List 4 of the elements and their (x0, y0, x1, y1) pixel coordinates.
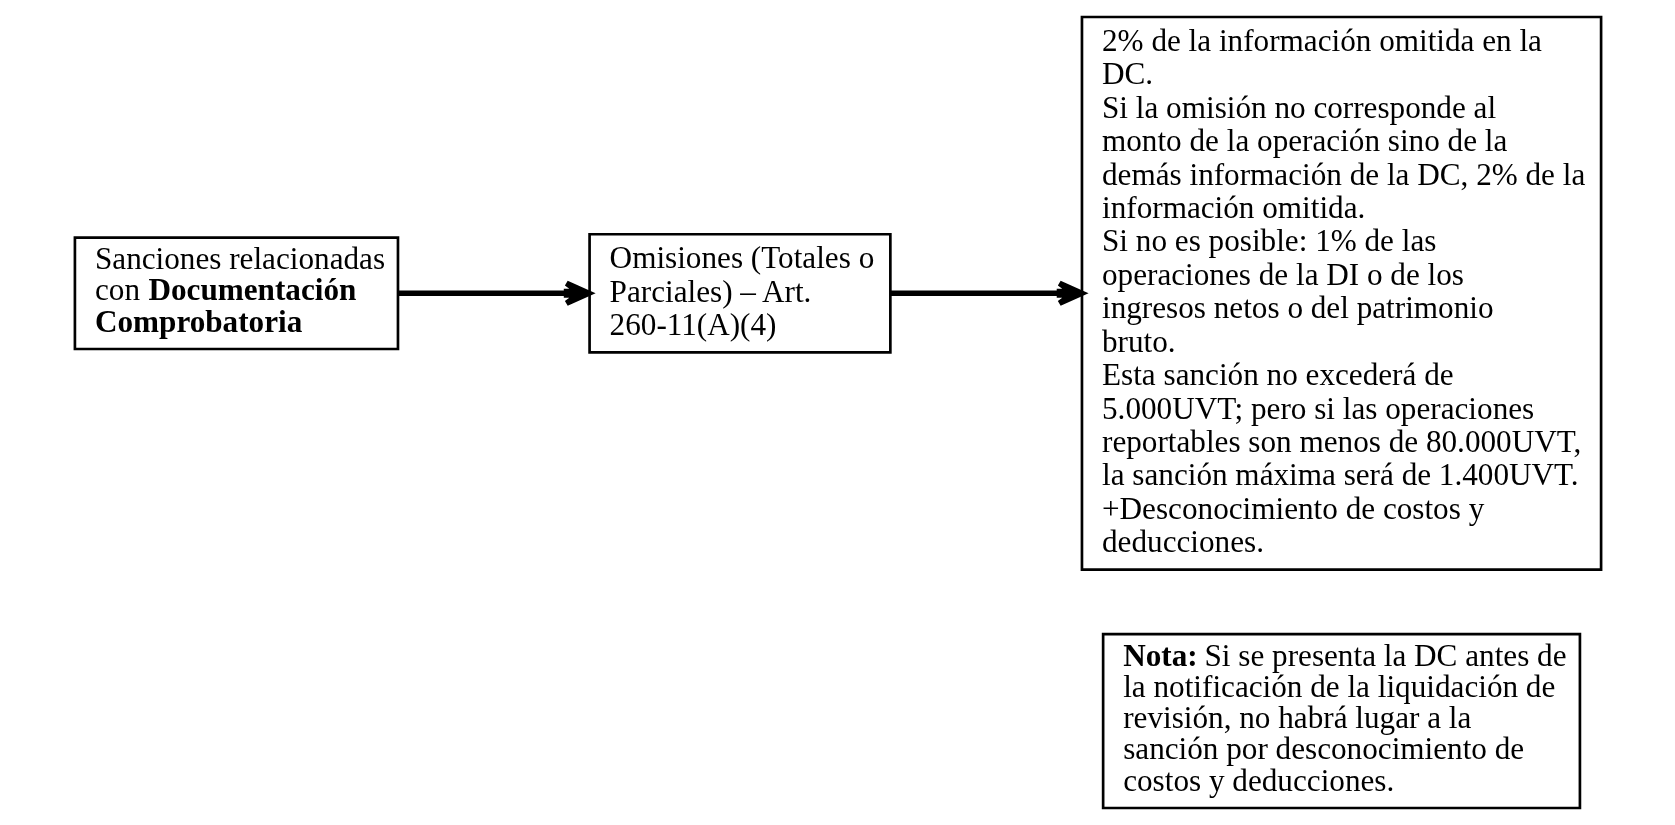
node-box: Sanciones relacionadas con Documentación Comprobatoria (73, 236, 399, 351)
node-box: Nota: Si se presenta la DC antes de la notificación de la liquidación de revisión, no habrá lugar a la sanción por desconocimiento de costos y deducciones. (1101, 632, 1581, 810)
node-box: 2% de la información omitida en la DC. Si la omisión no corresponde al monto de la operación sino de la demás información de la DC, 2% de la información omitida. Si no es posible: 1% de las operaciones de la DI o de los ingresos netos o del patrimonio bruto. Esta sanción no excederá de 5.000UVT; pero si las operaciones reportables son menos de 80.000UVT, la sanción máxima será de 1.400UVT. +Desconocimiento de costos y deducciones. (1080, 15, 1602, 571)
node-box: Omisiones (Totales o Parciales) – Art. 260-11(A)(4) (587, 232, 892, 354)
